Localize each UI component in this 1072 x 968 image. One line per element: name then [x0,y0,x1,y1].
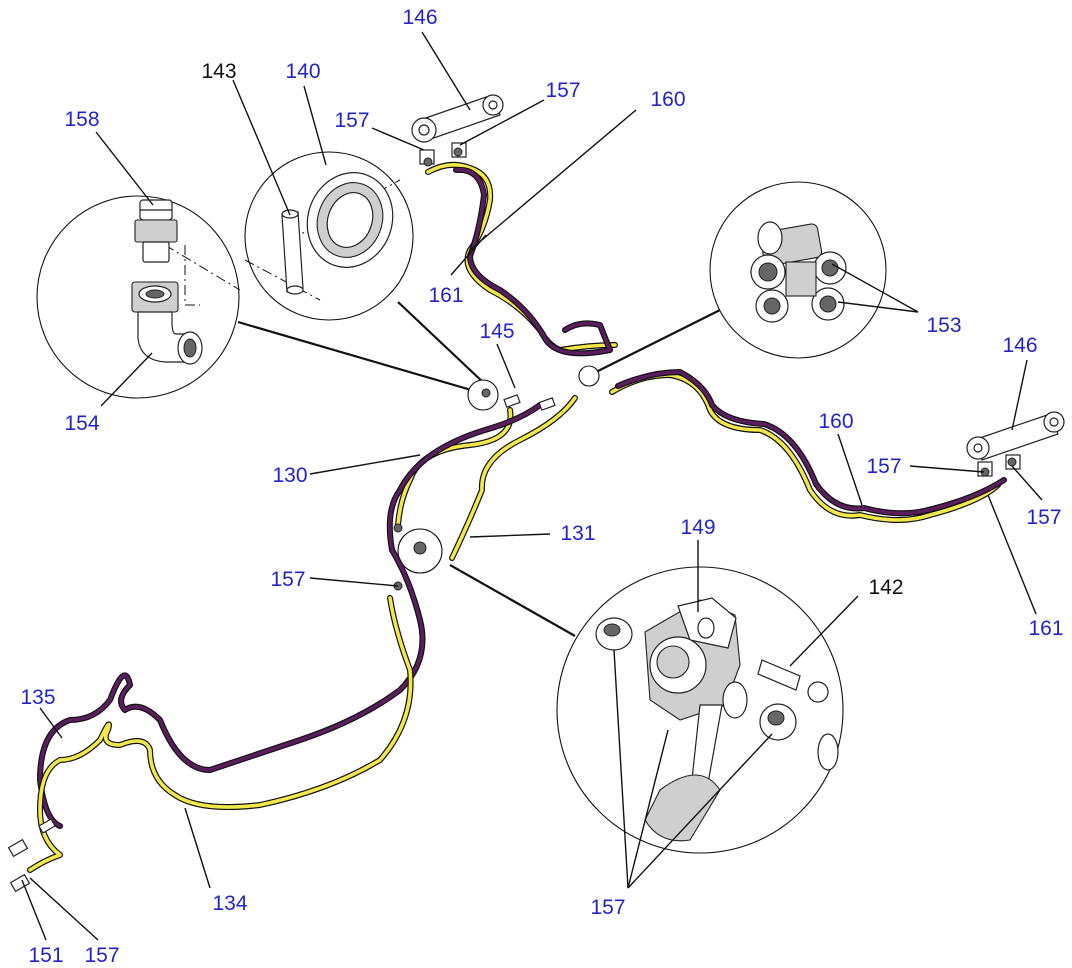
label-157-top-right: 157 [545,79,580,102]
cylinder-right [966,411,1065,477]
label-151: 151 [28,944,63,967]
detail-circle-tee-153 [709,181,887,359]
label-157-mid: 157 [270,568,305,591]
label-160-right: 160 [818,410,853,433]
locator-circles [397,365,600,574]
label-161-top: 161 [428,284,463,307]
label-145: 145 [479,320,514,343]
hoses [7,161,1007,893]
label-140: 140 [285,60,320,83]
label-131: 131 [560,522,595,545]
part-labels: 146 157 157 143 140 160 158 161 145 153 … [20,6,1063,967]
label-161-right: 161 [1028,617,1063,640]
label-158: 158 [64,108,99,131]
label-153: 153 [926,314,961,337]
label-146-right: 146 [1002,334,1037,357]
label-146-top: 146 [402,6,437,29]
label-149: 149 [680,516,715,539]
leader-lines [21,31,1043,941]
label-154: 154 [64,412,99,435]
label-157-right-a: 157 [866,455,901,478]
label-160-top: 160 [650,88,685,111]
label-157-bottom-left: 157 [84,944,119,967]
label-157-top-left: 157 [334,109,369,132]
label-143: 143 [201,60,236,83]
label-157-right-b: 157 [1026,506,1061,529]
label-135: 135 [20,686,55,709]
label-142: 142 [868,576,903,599]
label-130: 130 [272,464,307,487]
label-134: 134 [212,892,247,915]
detail-connection-lines [237,301,721,637]
cylinder-top [411,94,504,167]
detail-circle-fittings-158-154 [36,195,241,399]
detail-circle-143-140 [244,151,414,321]
label-157-bottom: 157 [590,896,625,919]
detail-circle-valve-149 [556,566,844,854]
